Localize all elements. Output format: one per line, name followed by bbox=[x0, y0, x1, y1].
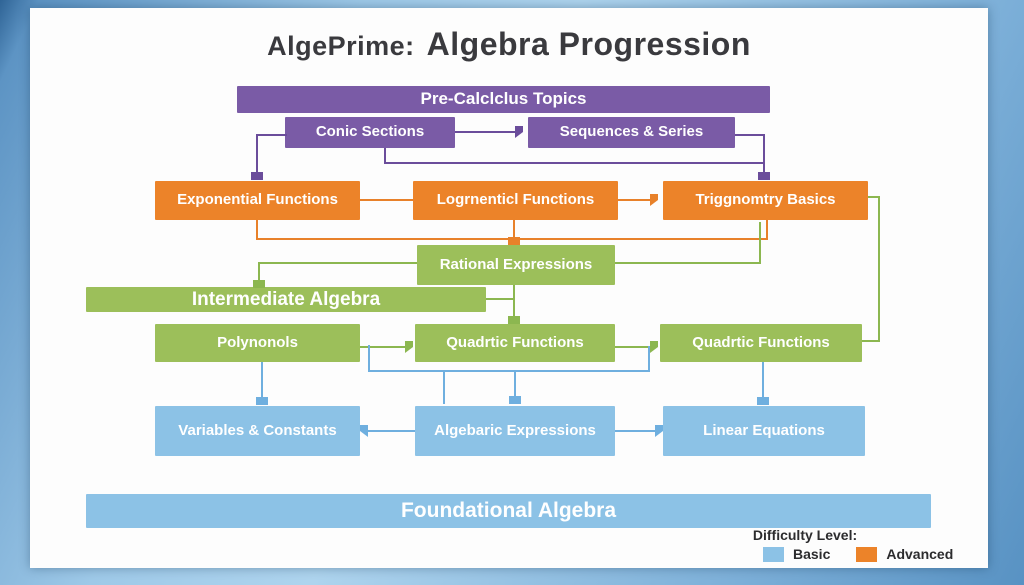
arrowhead-into-algebraic bbox=[509, 396, 521, 404]
connector-conic-drop bbox=[384, 148, 386, 163]
connector-conic-to-trig-horizontal bbox=[384, 162, 765, 164]
connector-quadratic-right-to-linear bbox=[762, 362, 764, 398]
legend-row: Basic Advanced bbox=[763, 546, 953, 562]
legend-title: Difficulty Level: bbox=[752, 527, 858, 543]
connector-conic-elbow-left bbox=[256, 134, 287, 136]
arrowhead-into-quadratic-right-left bbox=[650, 341, 658, 353]
arrowhead-into-variables bbox=[256, 397, 268, 405]
connector-rational-to-intermediate-vertical bbox=[258, 262, 260, 281]
arrowhead-into-linear-left bbox=[655, 425, 663, 437]
connector-trig-to-quadratic-right-vertical bbox=[878, 196, 880, 342]
connector-logarithmic-drop bbox=[513, 220, 515, 238]
node-linear-equations: Linear Equations bbox=[663, 406, 865, 456]
legend-item-basic: Basic bbox=[763, 546, 830, 562]
node-quadratic-functions-right: Quadrtic Functions bbox=[660, 324, 862, 362]
connector-conic-to-sequences bbox=[455, 131, 515, 133]
connector-trig-right-stub bbox=[868, 196, 880, 198]
node-intermediate-algebra: Intermediate Algebra bbox=[86, 287, 486, 312]
connector-into-quadratic-right-stub bbox=[862, 340, 880, 342]
advanced-color-swatch bbox=[856, 546, 878, 562]
connector-polynomials-to-variables bbox=[261, 362, 263, 398]
page-title-brand: AlgePrime: bbox=[267, 31, 415, 61]
node-quadratic-functions-mid: Quadrtic Functions bbox=[415, 324, 615, 362]
connector-trigonometry-drop bbox=[766, 220, 768, 240]
node-exponential-functions: Exponential Functions bbox=[155, 181, 360, 220]
node-polynomials: Polynonols bbox=[155, 324, 360, 362]
basic-color-swatch bbox=[763, 546, 784, 562]
node-trigonometry-basics: Triggnomtry Basics bbox=[663, 181, 868, 220]
arrowhead-into-trigonometry-right bbox=[650, 194, 658, 206]
arrowhead-into-exponential bbox=[251, 172, 263, 180]
arrowhead-into-sequences bbox=[515, 126, 523, 138]
page-title: AlgePrime: Algebra Progression bbox=[30, 26, 988, 63]
connector-sequences-elbow-right bbox=[735, 134, 765, 136]
arrowhead-into-linear bbox=[757, 397, 769, 405]
node-sequences-series: Sequences & Series bbox=[528, 117, 735, 148]
legend-item-advanced: Advanced bbox=[856, 546, 953, 562]
page-title-main: Algebra Progression bbox=[426, 26, 751, 62]
connector-bracket-stub bbox=[443, 371, 445, 404]
arrowhead-into-variables-right bbox=[360, 425, 368, 437]
legend: Difficulty Level: Basic Advanced bbox=[700, 527, 990, 562]
connector-algebraic-to-linear bbox=[615, 430, 655, 432]
arrowhead-into-trigonometry bbox=[758, 172, 770, 180]
node-algebraic-expressions: Algebaric Expressions bbox=[415, 406, 615, 456]
legend-advanced-label: Advanced bbox=[886, 546, 954, 562]
node-foundational-algebra: Foundational Algebra bbox=[86, 494, 931, 528]
connector-quadratic-mid-to-right bbox=[615, 346, 651, 348]
connector-bracket-right-vertical bbox=[648, 346, 650, 372]
connector-polynomials-to-quadratic bbox=[360, 346, 406, 348]
connector-intermediate-right-stub bbox=[486, 298, 514, 300]
node-rational-expressions: Rational Expressions bbox=[417, 245, 615, 285]
connector-rational-to-quadratic-mid bbox=[513, 285, 515, 317]
connector-bracket-left-vertical bbox=[368, 345, 370, 372]
connector-rational-to-trig-horizontal bbox=[615, 262, 761, 264]
connector-conic-to-exponential bbox=[256, 134, 258, 172]
connector-trig-to-rational-vertical bbox=[759, 222, 761, 264]
arrowhead-into-quadratic-mid-left bbox=[405, 341, 413, 353]
legend-basic-label: Basic bbox=[793, 546, 831, 562]
connector-bracket-to-algebraic bbox=[514, 371, 516, 397]
node-logarithmic-functions: Logrnenticl Functions bbox=[413, 181, 618, 220]
connector-exponential-drop bbox=[256, 220, 258, 240]
node-variables-constants: Variables & Constants bbox=[155, 406, 360, 456]
connector-orange-bus bbox=[256, 238, 768, 240]
arrowhead-into-quadratic-mid bbox=[508, 316, 520, 324]
connector-exponential-to-logarithmic bbox=[360, 199, 413, 201]
connector-bracket-horizontal bbox=[368, 370, 650, 372]
node-conic-sections: Conic Sections bbox=[285, 117, 455, 148]
node-pre-calculus-topics: Pre-Calclclus Topics bbox=[237, 86, 770, 113]
arrowhead-into-rational bbox=[508, 237, 520, 245]
connector-logarithmic-to-trigonometry bbox=[618, 199, 651, 201]
arrowhead-into-intermediate bbox=[253, 280, 265, 288]
connector-algebraic-to-variables bbox=[368, 430, 415, 432]
connector-to-trigonometry bbox=[763, 134, 765, 172]
connector-rational-to-intermediate-horizontal bbox=[258, 262, 417, 264]
